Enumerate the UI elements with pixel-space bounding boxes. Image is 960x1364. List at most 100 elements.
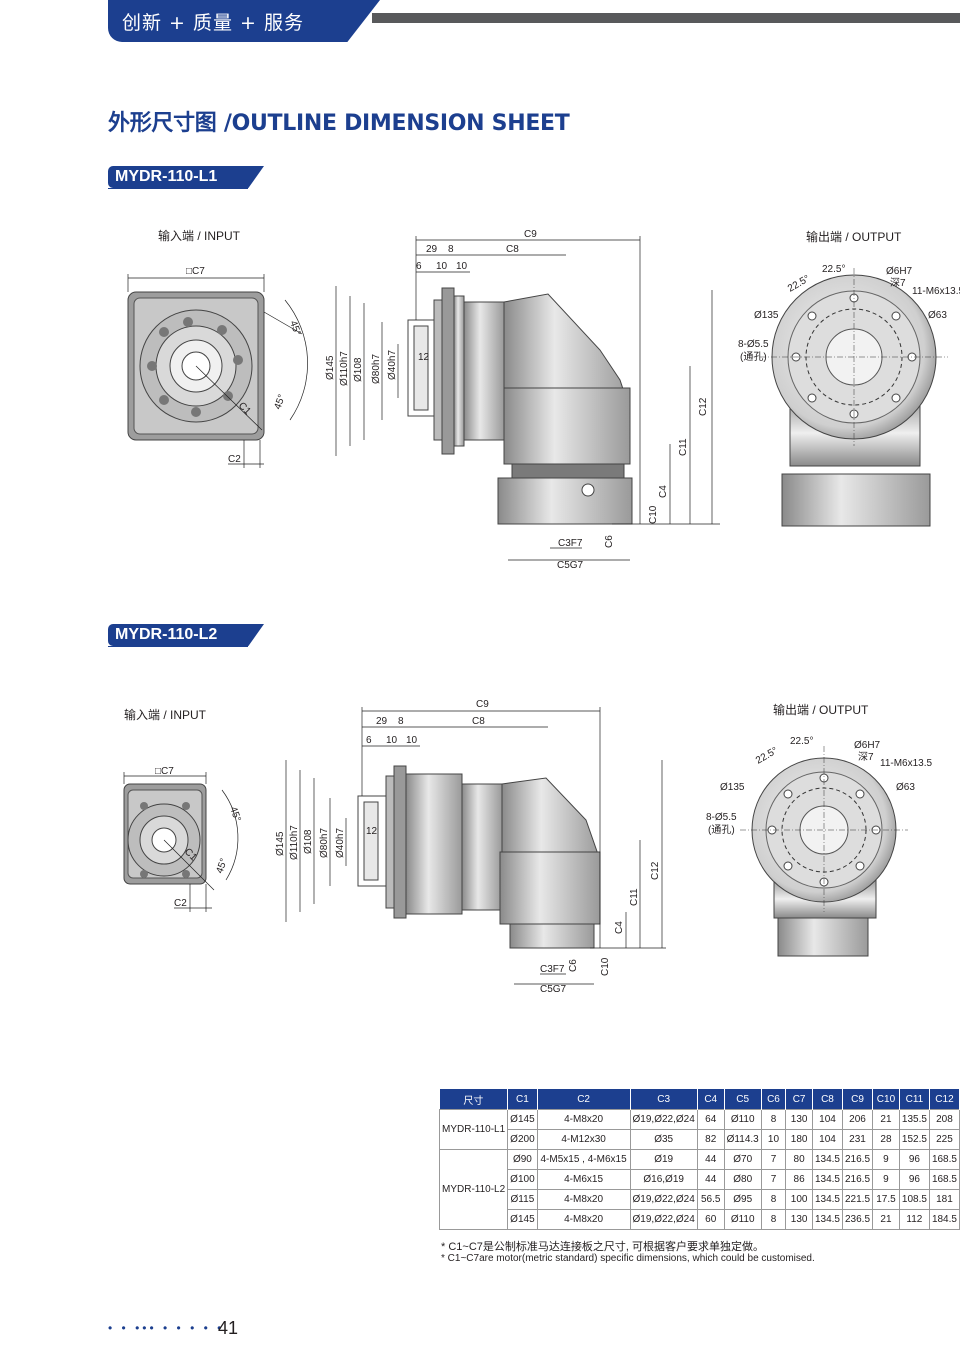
model-underline: [108, 646, 248, 647]
col-header: C12: [929, 1089, 960, 1110]
dim-d110: Ø110h7: [289, 825, 300, 860]
table-cell: 8: [760, 1189, 787, 1210]
dim-m6: 11-M6x13.5: [880, 758, 933, 769]
col-header: C7: [785, 1089, 813, 1110]
table-cell: 80: [785, 1149, 813, 1170]
table-cell: Ø16,Ø19: [629, 1169, 698, 1190]
angle-45: 45°: [272, 393, 288, 411]
table-cell: 168.5: [928, 1169, 960, 1190]
table-cell: Ø95: [723, 1189, 762, 1210]
angle-45: 45°: [227, 805, 243, 823]
dim-c9: C9: [524, 229, 537, 240]
table-cell: 4-M8x20: [536, 1209, 631, 1230]
table-cell: 134.5: [811, 1169, 844, 1190]
table-cell: 108.5: [898, 1189, 930, 1210]
table-cell: Ø115: [507, 1189, 538, 1210]
dim-thru: (通孔): [708, 824, 735, 836]
dim-c3: C3F7: [558, 538, 583, 549]
dim-c6: C6: [568, 959, 579, 972]
table-cell: 216.5: [841, 1149, 874, 1170]
dim-8: 8: [448, 244, 454, 255]
dim-m6: 11-M6x13.5: [912, 286, 960, 297]
table-cell: 4-M8x20: [536, 1189, 631, 1210]
table-cell: 56.5: [696, 1189, 725, 1210]
table-cell: Ø110: [723, 1109, 762, 1130]
dim-c10: C10: [648, 505, 659, 524]
table-cell: 134.5: [811, 1149, 844, 1170]
l2-output-view: 22.5° 22.5° Ø6H7 深7 11-M6x13.5 Ø135 Ø63 …: [706, 736, 933, 957]
dim-c7: □C7: [186, 266, 205, 277]
page-number: 41: [218, 1318, 239, 1338]
table-cell: 4-M8x20: [536, 1109, 631, 1130]
model-cell: MYDR-110-L2: [438, 1149, 509, 1230]
table-cell: Ø80: [723, 1169, 762, 1190]
dim-c4: C4: [614, 921, 625, 934]
dim-d108: Ø108: [303, 829, 314, 854]
dim-29: 29: [376, 716, 388, 727]
dim-c10: C10: [600, 957, 611, 976]
spec-table: 尺寸 C1 C2 C3 C4 C5 C6 C7 C8 C9 C10 C11 C1…: [438, 1089, 960, 1230]
dim-c9: C9: [476, 699, 489, 710]
dim-12: 12: [366, 826, 378, 837]
dim-d6h7: Ø6H7: [854, 740, 881, 751]
table-cell: Ø110: [723, 1209, 762, 1230]
table-cell: 112: [898, 1209, 930, 1230]
table-cell: 60: [696, 1209, 725, 1230]
model-tag-l2: MYDR-110-L2: [108, 624, 264, 646]
table-cell: 10: [760, 1129, 787, 1150]
angle-22-5: 22.5°: [822, 264, 845, 275]
dim-c6: C6: [604, 535, 615, 548]
table-cell: 181: [928, 1189, 960, 1210]
l1-side-view: C9 C8 29 8 6 10 10 Ø145 Ø110h7 Ø108 Ø80h…: [325, 229, 720, 571]
col-header: C4: [697, 1089, 725, 1110]
l2-input-view: □C7 C1 C2 45° 45°: [123, 766, 243, 912]
footer-dots: • • ••• • • • • •: [108, 1321, 225, 1335]
model-name: MYDR-110-L2: [115, 626, 218, 643]
table-cell: 180: [785, 1129, 813, 1150]
model-underline: [108, 188, 248, 189]
dim-6: 6: [366, 735, 372, 746]
table-cell: 104: [811, 1129, 844, 1150]
table-cell: 206: [841, 1109, 874, 1130]
dim-d63: Ø63: [928, 310, 947, 321]
output-label: 输出端 / OUTPUT: [806, 230, 902, 244]
table-cell: 134.5: [811, 1189, 844, 1210]
table-cell: 21: [872, 1209, 900, 1230]
table-cell: 96: [898, 1169, 930, 1190]
l1-output-view: 22.5° 22.5° Ø6H7 深7 11-M6x13.5 Ø135 Ø63 …: [738, 264, 960, 527]
table-cell: 86: [785, 1169, 813, 1190]
dim-10: 10: [406, 735, 418, 746]
dim-10: 10: [456, 261, 468, 272]
l1-input-view: □C7 C1 C2 45° 45°: [127, 266, 308, 468]
header-tab: 创新 + 质量 + 服务: [108, 0, 380, 42]
dim-c8: C8: [472, 716, 485, 727]
model-name: MYDR-110-L1: [115, 168, 218, 185]
dim-thru: (通孔): [740, 351, 767, 363]
angle-45: 45°: [214, 857, 230, 875]
table-cell: Ø19,Ø22,Ø24: [629, 1109, 698, 1130]
dim-d6h7: Ø6H7: [886, 266, 913, 277]
dim-d145: Ø145: [325, 355, 336, 380]
dim-10: 10: [386, 735, 398, 746]
col-header: C3: [630, 1089, 698, 1110]
dim-c12: C12: [650, 861, 661, 880]
dim-10: 10: [436, 261, 448, 272]
table-cell: 104: [811, 1109, 844, 1130]
table-cell: Ø90: [507, 1149, 538, 1170]
header-slogan: 创新 + 质量 + 服务: [122, 12, 304, 34]
table-cell: 7: [760, 1169, 787, 1190]
dim-c11: C11: [629, 888, 640, 906]
dim-d63: Ø63: [896, 782, 915, 793]
table-cell: 7: [760, 1149, 787, 1170]
dim-d135: Ø135: [754, 310, 779, 321]
table-cell: 231: [841, 1129, 874, 1150]
dim-d40: Ø40h7: [387, 350, 398, 380]
table-cell: Ø19,Ø22,Ø24: [629, 1189, 698, 1210]
table-cell: 168.5: [928, 1149, 960, 1170]
dim-c8: C8: [506, 244, 519, 255]
col-header: C9: [842, 1089, 874, 1110]
